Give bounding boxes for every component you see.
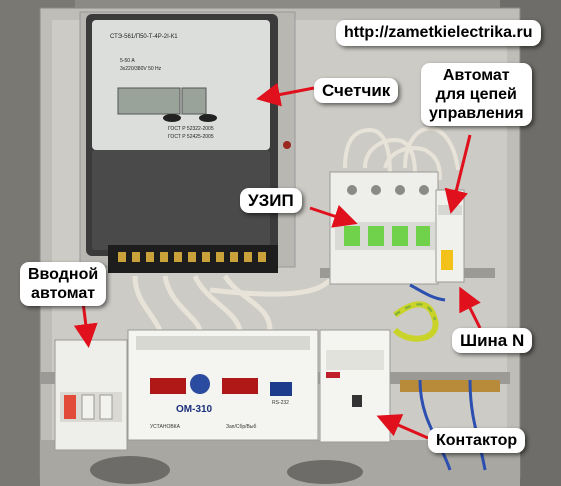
relay-model-text: ОМ-310 [176, 404, 213, 415]
electricity-meter: СТЭ-561/П50-Т-4Р-2I-К1 5-50 А 3x220/380V… [86, 14, 278, 273]
control-circuit-breaker [435, 189, 465, 283]
meter-model-text: СТЭ-561/П50-Т-4Р-2I-К1 [110, 34, 178, 40]
meter-voltage-text: 3x220/380V 50 Hz [120, 66, 162, 72]
contactor-device [319, 329, 391, 443]
relay-interface-text: RS-232 [272, 400, 289, 406]
input-automat-label: Вводной автомат [20, 262, 107, 306]
relay-setting-text: УСТАНОВКА [150, 424, 181, 430]
surge-protector [329, 171, 439, 285]
site-url-label: http://zametkielectrika.ru [336, 20, 541, 46]
relay-mode-text: Зап/Сбр/Выб [226, 424, 256, 430]
meter-gost2-text: ГОСТ Р 52425-2005 [168, 134, 214, 140]
contactor-label: Контактор [428, 428, 526, 453]
automat-control-label: Автомат для цепей управления [421, 63, 532, 126]
input-circuit-breaker [54, 339, 128, 451]
meter-gost1-text: ГОСТ Р 52322-2005 [168, 126, 214, 132]
meter-current-text: 5-50 А [120, 58, 135, 64]
uzip-label: УЗИП [240, 188, 302, 213]
bus-n-label: Шина N [452, 328, 533, 353]
voltage-relay: ОМ-310 УСТАНОВКА Зап/Сбр/Выб RS-232 [127, 329, 319, 441]
counter-label: Счетчик [314, 78, 399, 103]
